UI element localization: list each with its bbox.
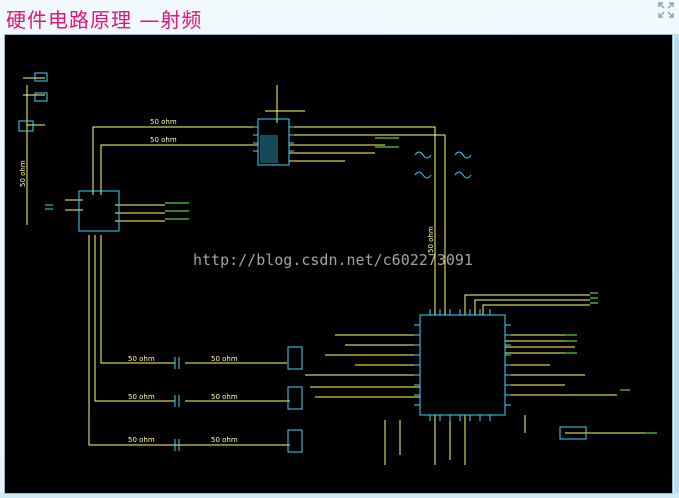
net-labels [165, 137, 657, 434]
impedance-label-bottom-2a: 50 ohm [128, 393, 155, 401]
impedance-label-left: 50 ohm [19, 160, 27, 187]
impedance-label-right: 50 ohm [427, 226, 435, 253]
component-layer [18, 72, 587, 453]
watermark: http://blog.csdn.net/c602273091 [193, 251, 473, 269]
rf-schematic: 50 ohm 50 ohm 50 ohm 50 ohm 50 ohm 50 oh… [18, 72, 657, 465]
impedance-labels: 50 ohm 50 ohm 50 ohm 50 ohm 50 ohm 50 oh… [19, 118, 435, 444]
impedance-label-bottom-3a: 50 ohm [128, 436, 155, 444]
chip-fill [260, 135, 278, 163]
ic-main [419, 314, 506, 416]
bottom-strip [0, 493, 679, 498]
impedance-label-top-2: 50 ohm [150, 136, 177, 144]
schematic-board: 50 ohm 50 ohm 50 ohm 50 ohm 50 ohm 50 oh… [5, 35, 672, 493]
impedance-label-bottom-3b: 50 ohm [211, 436, 238, 444]
ic-top [257, 118, 290, 166]
impedance-label-bottom-1b: 50 ohm [211, 355, 238, 363]
scroll-strip [674, 34, 679, 498]
page-title: 硬件电路原理 —射频 [6, 8, 203, 32]
impedance-label-top-1: 50 ohm [150, 118, 177, 126]
expand-icon[interactable] [657, 1, 675, 19]
impedance-label-bottom-1a: 50 ohm [128, 355, 155, 363]
impedance-label-bottom-2b: 50 ohm [211, 393, 238, 401]
ic-left [78, 190, 120, 232]
trace-network [23, 77, 655, 465]
